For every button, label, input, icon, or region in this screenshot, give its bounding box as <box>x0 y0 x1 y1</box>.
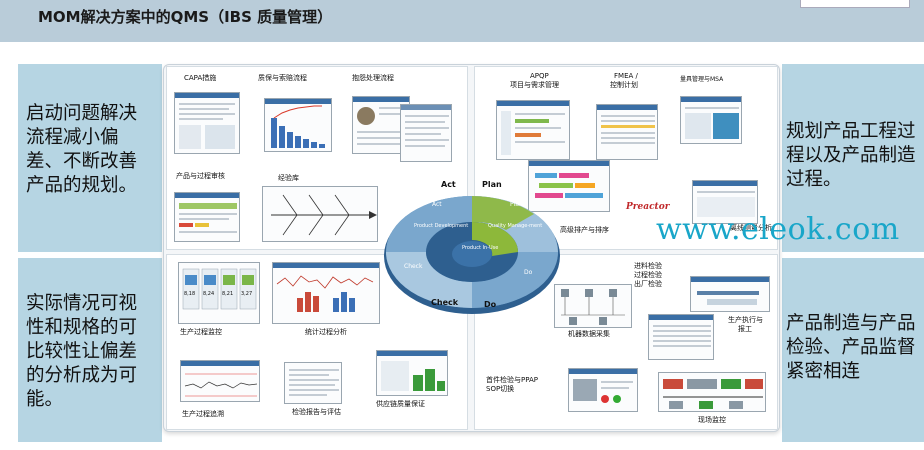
gauge-value-4: 3,27 <box>241 291 253 297</box>
screenshot-gauge-analysis <box>692 180 758 224</box>
cycle-quality-segment <box>472 222 518 256</box>
cycle-ring-do: Do <box>524 269 533 276</box>
cycle-ring-check: Check <box>404 263 423 270</box>
screenshot-gauge-msa <box>680 96 742 144</box>
label-sop-switch: SOP切换 <box>486 385 515 393</box>
screenshot-apqp <box>496 100 570 160</box>
label-reporting: 报工 <box>738 325 752 333</box>
cycle-do-segment <box>472 252 558 308</box>
header-tab <box>800 0 910 8</box>
label-quality-complaint: 质保与索赔流程 <box>258 74 307 82</box>
label-gauge-analysis: 离线测量分析 <box>730 224 772 232</box>
label-report-evaluation: 检验报告与评估 <box>292 408 341 416</box>
screenshot-inspection <box>690 276 770 312</box>
label-production-trace: 生产过程追溯 <box>182 410 224 418</box>
cycle-ring-plan: Plan <box>510 201 523 208</box>
cycle-check-segment <box>386 252 472 308</box>
cycle-label-act: Act <box>441 180 456 189</box>
screenshot-sop <box>568 368 638 412</box>
right-bottom-text: 产品制造与产品检验、产品监督紧密相连 <box>786 313 916 382</box>
screenshot-execution <box>648 314 714 360</box>
right-top-text: 规划产品工程过程以及产品制造过程。 <box>786 121 916 190</box>
label-machine-data: 机器数据采集 <box>568 330 610 338</box>
screenshot-fmea <box>596 104 658 160</box>
label-process-inspection: 过程检验 <box>634 271 662 279</box>
label-production-execution: 生产执行与 <box>728 316 763 324</box>
label-fmea: FMEA / <box>614 72 638 80</box>
label-advanced-scheduling: 高级排产与排序 <box>560 226 609 234</box>
preactor-logo: Preactor <box>626 202 670 212</box>
screenshot-audit <box>174 192 240 242</box>
screenshot-scheduling <box>528 160 610 212</box>
screenshot-pareto <box>264 98 332 152</box>
label-control-plan: 控制计划 <box>610 81 638 89</box>
label-spc: 统计过程分析 <box>305 328 347 336</box>
watermark: www.eleok.com <box>656 212 900 247</box>
screenshot-gauges: 8,18 8,24 8,21 3,27 <box>178 262 260 324</box>
cycle-label-plan: Plan <box>482 180 502 189</box>
screenshot-supply-chain <box>376 350 448 396</box>
label-complaint-process: 抱怨处理流程 <box>352 74 394 82</box>
label-supply-chain: 供应链质量保证 <box>376 400 425 408</box>
label-project-requirements: 项目与需求管理 <box>510 81 559 89</box>
cycle-inner-left-label: Product Development <box>414 223 469 229</box>
screenshot-complaint-form <box>400 104 452 162</box>
gauge-value-1: 8,18 <box>184 291 196 297</box>
title-bar <box>0 0 924 42</box>
label-experience-base: 经验库 <box>278 174 299 182</box>
left-bottom-description: 实际情况可视性和规格的可比较性让偏差的分析成为可能。 <box>18 258 162 442</box>
label-incoming-inspection: 进料检验 <box>634 262 662 270</box>
cycle-inner-right-label: Quality Manage-ment <box>488 223 543 229</box>
pdca-cycle-diagram <box>384 196 560 314</box>
label-outgoing-inspection: 出厂检验 <box>634 280 662 288</box>
cycle-ring-act: Act <box>432 201 442 208</box>
cycle-center <box>452 241 492 267</box>
screenshot-site-monitoring <box>658 372 766 412</box>
cycle-label-check: Check <box>431 298 459 307</box>
label-first-article: 首件检验与PPAP <box>486 376 539 384</box>
right-bottom-description: 产品制造与产品检验、产品监督紧密相连 <box>782 258 924 442</box>
label-production-monitor: 生产过程监控 <box>180 328 222 336</box>
right-top-description: 规划产品工程过程以及产品制造过程。 <box>782 64 924 252</box>
page-title: MOM解决方案中的QMS（IBS 质量管理） <box>38 8 333 26</box>
label-site-monitoring: 现场监控 <box>698 416 726 424</box>
label-gauge-msa: 量具管理与MSA <box>680 76 724 83</box>
label-capa: CAPA措施 <box>184 74 217 82</box>
cycle-label-do: Do <box>484 300 497 309</box>
screenshot-report <box>284 362 342 404</box>
left-bottom-text: 实际情况可视性和规格的可比较性让偏差的分析成为可能。 <box>26 293 138 410</box>
screenshot-capa <box>174 92 240 154</box>
cycle-plan-green <box>472 196 534 230</box>
left-top-description: 启动问题解决流程减小偏差、不断改善产品的规划。 <box>18 64 162 252</box>
screenshot-trace <box>180 360 260 402</box>
label-apqp: APQP <box>530 72 549 80</box>
label-product-process-audit: 产品与过程审核 <box>176 172 225 180</box>
screenshot-fishbone <box>262 186 378 242</box>
cycle-center-label: Product In-Use <box>462 245 499 251</box>
gauge-value-3: 8,21 <box>222 291 234 297</box>
gauge-value-2: 8,24 <box>203 291 215 297</box>
screenshot-spc <box>272 262 380 324</box>
left-top-text: 启动问题解决流程减小偏差、不断改善产品的规划。 <box>26 103 138 196</box>
screenshot-machine-data <box>554 284 632 328</box>
cycle-act-segment <box>386 196 472 252</box>
